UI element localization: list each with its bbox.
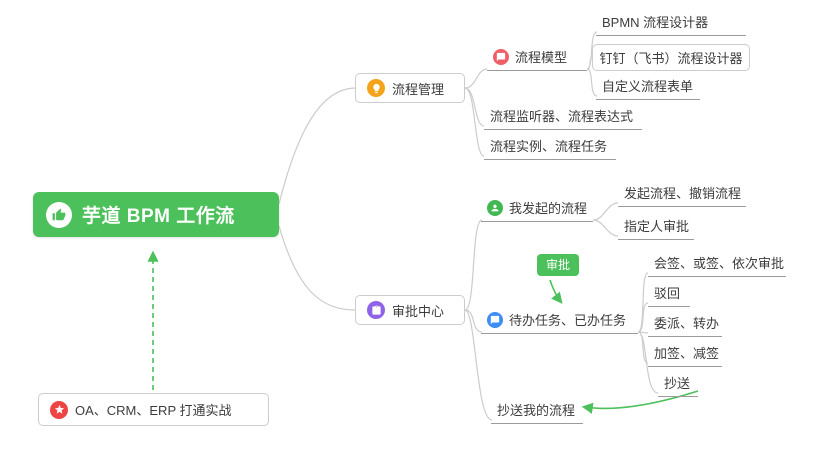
- node-label: 钉钉（飞书）流程设计器: [599, 51, 743, 66]
- node-bpmn-designer[interactable]: BPMN 流程设计器: [596, 10, 746, 36]
- node-instance-task[interactable]: 流程实例、流程任务: [484, 134, 616, 160]
- chat-bubble-icon: [493, 48, 509, 65]
- node-initiate-cancel[interactable]: 发起流程、撤销流程: [618, 181, 746, 207]
- node-label: 流程监听器、流程表达式: [490, 109, 634, 124]
- node-my-initiated[interactable]: 我发起的流程: [481, 196, 593, 222]
- node-dingtalk-designer[interactable]: 钉钉（飞书）流程设计器: [592, 44, 750, 71]
- badge-label: 审批: [546, 258, 571, 272]
- node-label: 审批中心: [392, 303, 445, 319]
- node-label: 委派、转办: [654, 316, 720, 331]
- approval-relationship-badge[interactable]: 审批: [537, 254, 580, 276]
- person-icon: [487, 199, 503, 216]
- node-listener-expression[interactable]: 流程监听器、流程表达式: [484, 104, 642, 130]
- node-label: 抄送我的流程: [497, 403, 576, 418]
- root-node[interactable]: 芋道 BPM 工作流: [33, 192, 279, 237]
- node-approval-center[interactable]: 审批中心: [355, 295, 465, 325]
- node-label: 驳回: [654, 286, 681, 301]
- note-oa-crm-erp[interactable]: OA、CRM、ERP 打通实战: [38, 393, 269, 426]
- node-label: 流程模型: [515, 50, 568, 65]
- node-countersign[interactable]: 会签、或签、依次审批: [648, 251, 786, 277]
- node-todo-done-tasks[interactable]: 待办任务、已办任务: [481, 308, 638, 334]
- node-label: 抄送: [664, 376, 691, 391]
- node-label: 会签、或签、依次审批: [654, 256, 785, 271]
- note-label: OA、CRM、ERP 打通实战: [75, 403, 232, 418]
- node-process-management[interactable]: 流程管理: [355, 73, 465, 103]
- node-label: 流程管理: [392, 81, 445, 97]
- node-delegate-transfer[interactable]: 委派、转办: [648, 311, 722, 337]
- node-label: 自定义流程表单: [602, 79, 694, 94]
- node-add-remove-sign[interactable]: 加签、减签: [648, 341, 722, 367]
- lightbulb-icon: [367, 79, 385, 97]
- node-label: 发起流程、撤销流程: [624, 186, 742, 201]
- node-cc-my-process[interactable]: 抄送我的流程: [491, 398, 583, 424]
- node-cc[interactable]: 抄送: [658, 371, 698, 397]
- node-label: 指定人审批: [624, 219, 690, 234]
- node-label: 流程实例、流程任务: [490, 139, 608, 154]
- node-assignee-approval[interactable]: 指定人审批: [618, 214, 694, 240]
- node-label: 待办任务、已办任务: [509, 313, 627, 328]
- clipboard-icon: [367, 301, 385, 319]
- node-process-model[interactable]: 流程模型: [487, 45, 587, 71]
- node-label: BPMN 流程设计器: [602, 15, 709, 30]
- thumbs-up-icon: [46, 201, 72, 228]
- chat-bubble-icon: [487, 311, 503, 328]
- star-icon: [50, 400, 68, 419]
- node-label: 加签、减签: [654, 346, 720, 361]
- node-custom-form[interactable]: 自定义流程表单: [596, 74, 700, 100]
- root-label: 芋道 BPM 工作流: [82, 206, 235, 227]
- node-label: 我发起的流程: [509, 201, 588, 216]
- node-reject[interactable]: 驳回: [648, 281, 690, 307]
